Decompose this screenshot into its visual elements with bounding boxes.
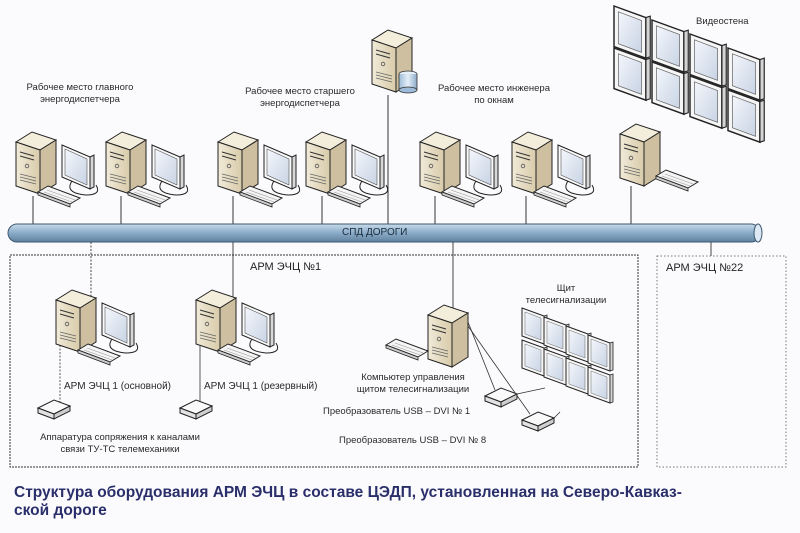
display-panel	[543, 348, 570, 386]
interface-equipment-box-1	[37, 399, 71, 420]
label-engineer: Рабочее место инженера по окнам	[438, 83, 550, 106]
workstation-arm1-primary	[55, 289, 139, 366]
label-arm1-backup: АРМ ЭЧЦ 1 (резервный)	[204, 381, 318, 392]
interface-equipment-box-2	[179, 399, 213, 420]
display-panel	[521, 339, 548, 377]
arm1-title: АРМ ЭЧЦ №1	[250, 261, 322, 273]
arm22-title: АРМ ЭЧЦ №22	[666, 262, 744, 274]
display-panel	[565, 325, 592, 363]
arm22-boundary	[656, 255, 787, 468]
workstation-engineer-2	[511, 131, 595, 208]
arm1-boundary	[9, 254, 639, 468]
workstation-main-dispatcher-1	[15, 131, 99, 208]
label-senior-dispatcher: Рабочее место старшего энергодиспетчера	[245, 86, 355, 109]
label-interface-equipment: Аппаратура сопряжения к каналами связи Т…	[40, 432, 200, 455]
network-label: СПД ДОРОГИ	[342, 227, 408, 238]
workstation-main-dispatcher-2	[105, 131, 189, 208]
display-panel	[587, 366, 614, 404]
display-panel	[543, 316, 570, 354]
converter-usb-dvi-1	[484, 387, 518, 408]
display-panel	[565, 357, 592, 395]
figure-caption: Структура оборудования АРМ ЭЧЦ в составе…	[14, 484, 682, 519]
label-main-dispatcher: Рабочее место главного энергодиспетчера	[26, 82, 134, 105]
top-connectors	[32, 95, 632, 224]
converter-cables	[467, 321, 561, 419]
network-backbone-pipe	[7, 223, 763, 243]
lower-connectors	[90, 242, 712, 310]
server-with-database	[371, 29, 418, 94]
label-arm1-primary: АРМ ЭЧЦ 1 (основной)	[64, 381, 171, 392]
workstation-senior-dispatcher-1	[217, 131, 301, 208]
workstation-arm1-backup	[195, 289, 279, 366]
workstation-engineer-1	[419, 131, 503, 208]
label-converter-1: Преобразователь USB – DVI № 1	[323, 406, 471, 417]
video-wall-controller	[619, 123, 699, 192]
display-panel	[587, 334, 614, 372]
label-video-wall: Видеостена	[696, 16, 749, 27]
label-telesignal-panel: Щит телесигнализации	[525, 283, 607, 306]
converter-usb-dvi-8	[521, 411, 555, 432]
workstation-senior-dispatcher-2	[305, 131, 389, 208]
telesignal-panel-wall	[521, 307, 614, 404]
label-panel-computer: Компьютер управления щитом телесигнализа…	[356, 372, 470, 395]
label-converter-8: Преобразователь USB – DVI № 8	[339, 435, 487, 446]
panel-control-computer	[385, 304, 469, 368]
display-panel	[521, 307, 548, 345]
